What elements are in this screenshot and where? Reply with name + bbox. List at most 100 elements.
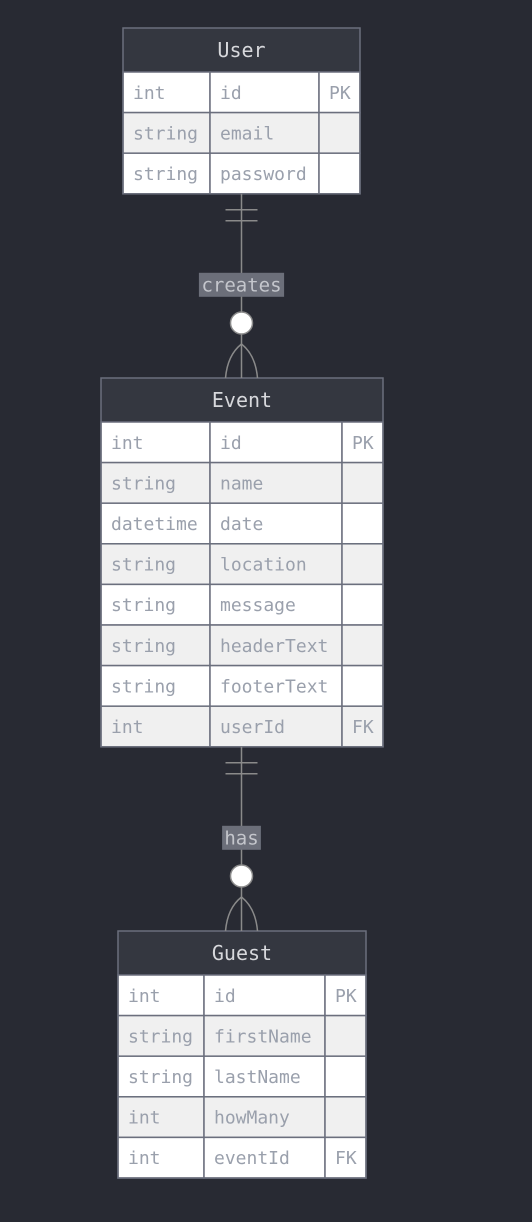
attribute-row: datetime date xyxy=(100,502,384,545)
attribute-row: string message xyxy=(100,583,384,626)
attribute-name-cell xyxy=(209,461,343,504)
cardinality-zero-or-many xyxy=(224,311,259,379)
attribute-key-cell xyxy=(318,111,361,154)
attribute-type-cell xyxy=(122,71,211,114)
attribute-row: int id PK xyxy=(117,974,367,1017)
attribute-type: int xyxy=(128,986,161,1007)
attribute-name-cell xyxy=(203,974,326,1017)
attribute-name: location xyxy=(220,555,307,576)
attribute-name: eventId xyxy=(214,1148,290,1169)
entity-header xyxy=(123,28,360,72)
attribute-type: string xyxy=(128,1026,193,1047)
attribute-name: id xyxy=(220,83,242,104)
attribute-type: int xyxy=(111,433,144,454)
relationship-creates[interactable]: creates xyxy=(198,193,285,379)
attribute-name: name xyxy=(220,473,263,494)
attribute-name-cell xyxy=(209,543,343,586)
attribute-key-cell xyxy=(324,974,367,1017)
attribute-type: int xyxy=(133,83,166,104)
attribute-row: string name xyxy=(100,461,384,504)
attribute-name: email xyxy=(220,123,274,144)
attribute-key-cell xyxy=(324,1136,367,1179)
attribute-type-cell xyxy=(100,705,211,748)
relationship-has[interactable]: has xyxy=(222,746,261,932)
attribute-row: string footerText xyxy=(100,664,384,707)
attribute-key: PK xyxy=(329,83,351,104)
attribute-type: string xyxy=(111,676,176,697)
attribute-type: int xyxy=(111,717,144,738)
attribute-name-cell xyxy=(209,421,343,464)
attribute-type: datetime xyxy=(111,514,198,535)
attribute-type: int xyxy=(128,1148,161,1169)
attribute-type: string xyxy=(111,473,176,494)
attribute-name-cell xyxy=(209,71,320,114)
attribute-key-cell xyxy=(341,543,384,586)
attribute-name: id xyxy=(214,986,236,1007)
attribute-type-cell xyxy=(100,461,211,504)
attribute-type-cell xyxy=(100,664,211,707)
attribute-key-cell xyxy=(341,664,384,707)
entity-user[interactable]: User int id PK string email string password xyxy=(122,27,361,195)
attribute-name-cell xyxy=(209,502,343,545)
attribute-row: string lastName xyxy=(117,1055,367,1098)
attribute-key: PK xyxy=(335,986,357,1007)
attribute-name: date xyxy=(220,514,263,535)
attribute-key-cell xyxy=(324,1096,367,1139)
attribute-key-cell xyxy=(341,461,384,504)
entity-guest[interactable]: Guest int id PK string firstName string lastNam… xyxy=(117,930,367,1179)
attribute-name-cell xyxy=(203,1136,326,1179)
attribute-name: firstName xyxy=(214,1026,312,1047)
entity-title: User xyxy=(217,38,265,62)
attribute-name: id xyxy=(220,433,242,454)
attribute-name: headerText xyxy=(220,636,328,657)
attribute-key: FK xyxy=(352,717,374,738)
attribute-key-cell xyxy=(324,1014,367,1057)
attribute-name-cell xyxy=(209,624,343,667)
relationship-label: has xyxy=(224,827,258,849)
relationship-label: creates xyxy=(201,274,281,296)
attribute-type: string xyxy=(128,1067,193,1088)
attribute-type-cell xyxy=(117,1014,205,1057)
attribute-name-cell xyxy=(209,705,343,748)
attribute-type: string xyxy=(133,123,198,144)
attribute-row: string email xyxy=(122,111,361,154)
cardinality-zero-or-many xyxy=(224,864,259,932)
attribute-key-cell xyxy=(318,152,361,195)
cardinality-exactly-one xyxy=(225,209,258,222)
attribute-name: message xyxy=(220,595,296,616)
attribute-name: password xyxy=(220,164,307,185)
cardinality-exactly-one xyxy=(225,762,258,775)
attribute-key-cell xyxy=(324,1055,367,1098)
attribute-key-cell xyxy=(341,705,384,748)
attribute-row: string password xyxy=(122,152,361,195)
attribute-type: string xyxy=(111,555,176,576)
attribute-name: userId xyxy=(220,717,285,738)
attribute-type-cell xyxy=(100,502,211,545)
attribute-name: lastName xyxy=(214,1067,301,1088)
attribute-type: string xyxy=(111,636,176,657)
attribute-type-cell xyxy=(100,583,211,626)
attribute-type: string xyxy=(133,164,198,185)
entity-header xyxy=(101,378,383,422)
attribute-row: int howMany xyxy=(117,1096,367,1139)
relationship-label-bg xyxy=(198,272,285,297)
attribute-key: FK xyxy=(335,1148,357,1169)
attribute-name-cell xyxy=(209,583,343,626)
attribute-row: string location xyxy=(100,543,384,586)
attribute-row: string headerText xyxy=(100,624,384,667)
relationship-label-bg xyxy=(222,825,261,850)
attribute-row: int userId FK xyxy=(100,705,384,748)
attribute-key-cell xyxy=(341,624,384,667)
entity-header xyxy=(118,931,366,975)
attribute-key-cell xyxy=(341,583,384,626)
attribute-name: howMany xyxy=(214,1108,290,1129)
attribute-row: string firstName xyxy=(117,1014,367,1057)
entity-title: Guest xyxy=(212,941,272,965)
attribute-type: string xyxy=(111,595,176,616)
attribute-type: int xyxy=(128,1108,161,1129)
attribute-row: int id PK xyxy=(122,71,361,114)
attribute-name: footerText xyxy=(220,676,328,697)
entity-title: Event xyxy=(212,388,272,412)
